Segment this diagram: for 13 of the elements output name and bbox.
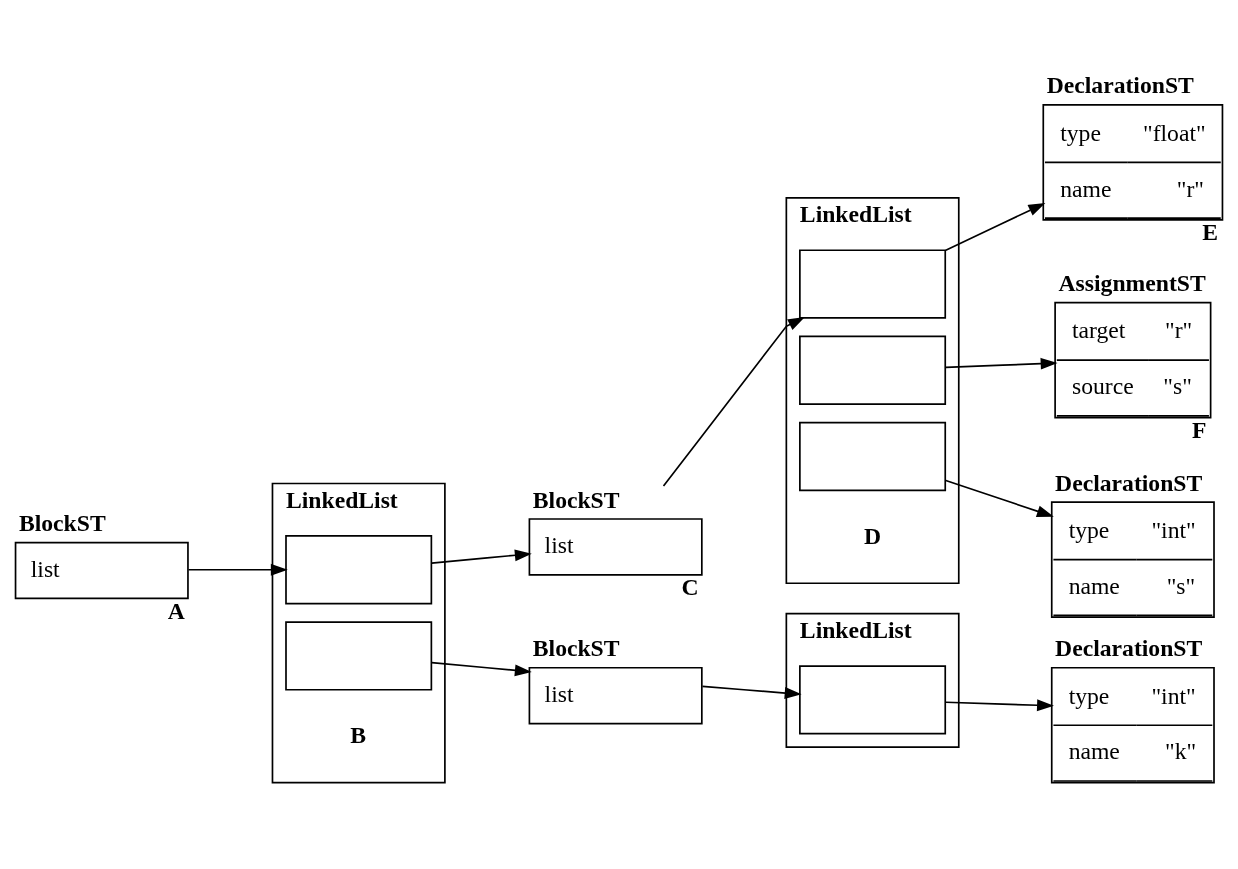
node-label: DeclarationST [1055,635,1203,662]
node-label: BlockST [532,635,620,662]
node-label: D [864,522,882,549]
node-label: DeclarationST [1046,72,1194,99]
node-label: BlockST [18,510,106,537]
node-label: B [350,722,367,749]
node-label: F [1192,417,1207,444]
node-label: A [167,598,185,625]
node-label: DeclarationST [1055,469,1203,496]
node-label: BlockST [532,486,620,513]
node-label: AssignmentST [1058,270,1206,297]
node-label: C [681,574,699,601]
node-label: E [1202,219,1218,246]
